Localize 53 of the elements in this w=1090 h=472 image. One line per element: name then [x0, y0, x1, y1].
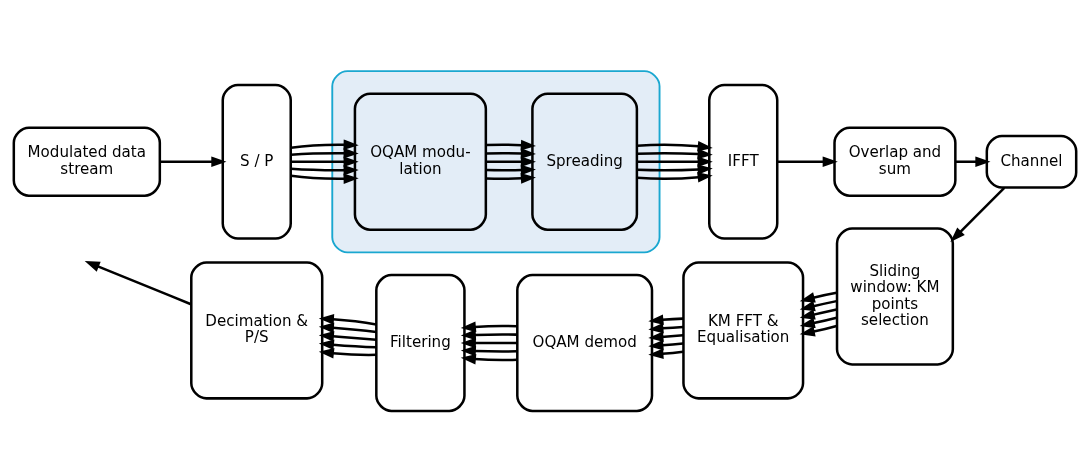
node-box: Sliding window: KM points selection: [835, 227, 955, 366]
arrow: [636, 172, 713, 183]
node-box: Spreading: [531, 92, 639, 231]
node-box: IFFT: [708, 83, 779, 240]
arrow: [318, 322, 377, 334]
arrow: [950, 186, 1006, 242]
arrow: [290, 139, 359, 151]
arrow: [636, 140, 713, 152]
arrow: [486, 139, 536, 151]
arrow: [84, 261, 192, 306]
node-box: Filtering: [375, 273, 466, 413]
arrow: [799, 308, 837, 320]
arrow: [318, 331, 377, 342]
arrow: [799, 291, 837, 303]
arrow: [799, 324, 837, 337]
arrow: [486, 148, 536, 159]
node-box: OQAM demod: [516, 273, 654, 413]
node-box: Decimation & P/S: [190, 261, 324, 400]
node-box: Overlap and sum: [833, 126, 957, 197]
arrow: [799, 299, 837, 312]
arrow: [318, 339, 377, 351]
arrow: [160, 156, 227, 168]
node-box: KM FFT & Equalisation: [682, 261, 805, 400]
node-box: Channel: [985, 134, 1078, 189]
arrow: [648, 322, 684, 334]
arrow: [460, 345, 518, 357]
node-box: OQAM modu- lation: [353, 92, 488, 231]
arrow: [318, 348, 377, 359]
arrow: [799, 316, 837, 329]
arrow: [955, 156, 991, 168]
arrow: [486, 156, 536, 168]
node-box: Modulated data stream: [12, 126, 162, 197]
arrow: [486, 173, 536, 184]
arrow: [460, 321, 518, 333]
arrow: [460, 353, 518, 365]
arrow: [290, 147, 359, 159]
arrow: [460, 337, 518, 349]
arrow: [291, 156, 359, 168]
arrow: [636, 164, 713, 175]
arrow: [637, 156, 713, 168]
arrow: [636, 148, 713, 160]
arrow: [290, 173, 359, 184]
arrow: [318, 314, 377, 326]
arrow: [460, 329, 518, 341]
arrow: [648, 339, 684, 351]
node-box: S / P: [221, 83, 292, 240]
arrow: [648, 331, 684, 343]
cluster: [331, 70, 661, 254]
arrow: [648, 314, 684, 325]
arrow: [486, 164, 536, 176]
arrow: [777, 156, 838, 168]
arrow: [648, 348, 684, 360]
arrow: [290, 164, 359, 176]
